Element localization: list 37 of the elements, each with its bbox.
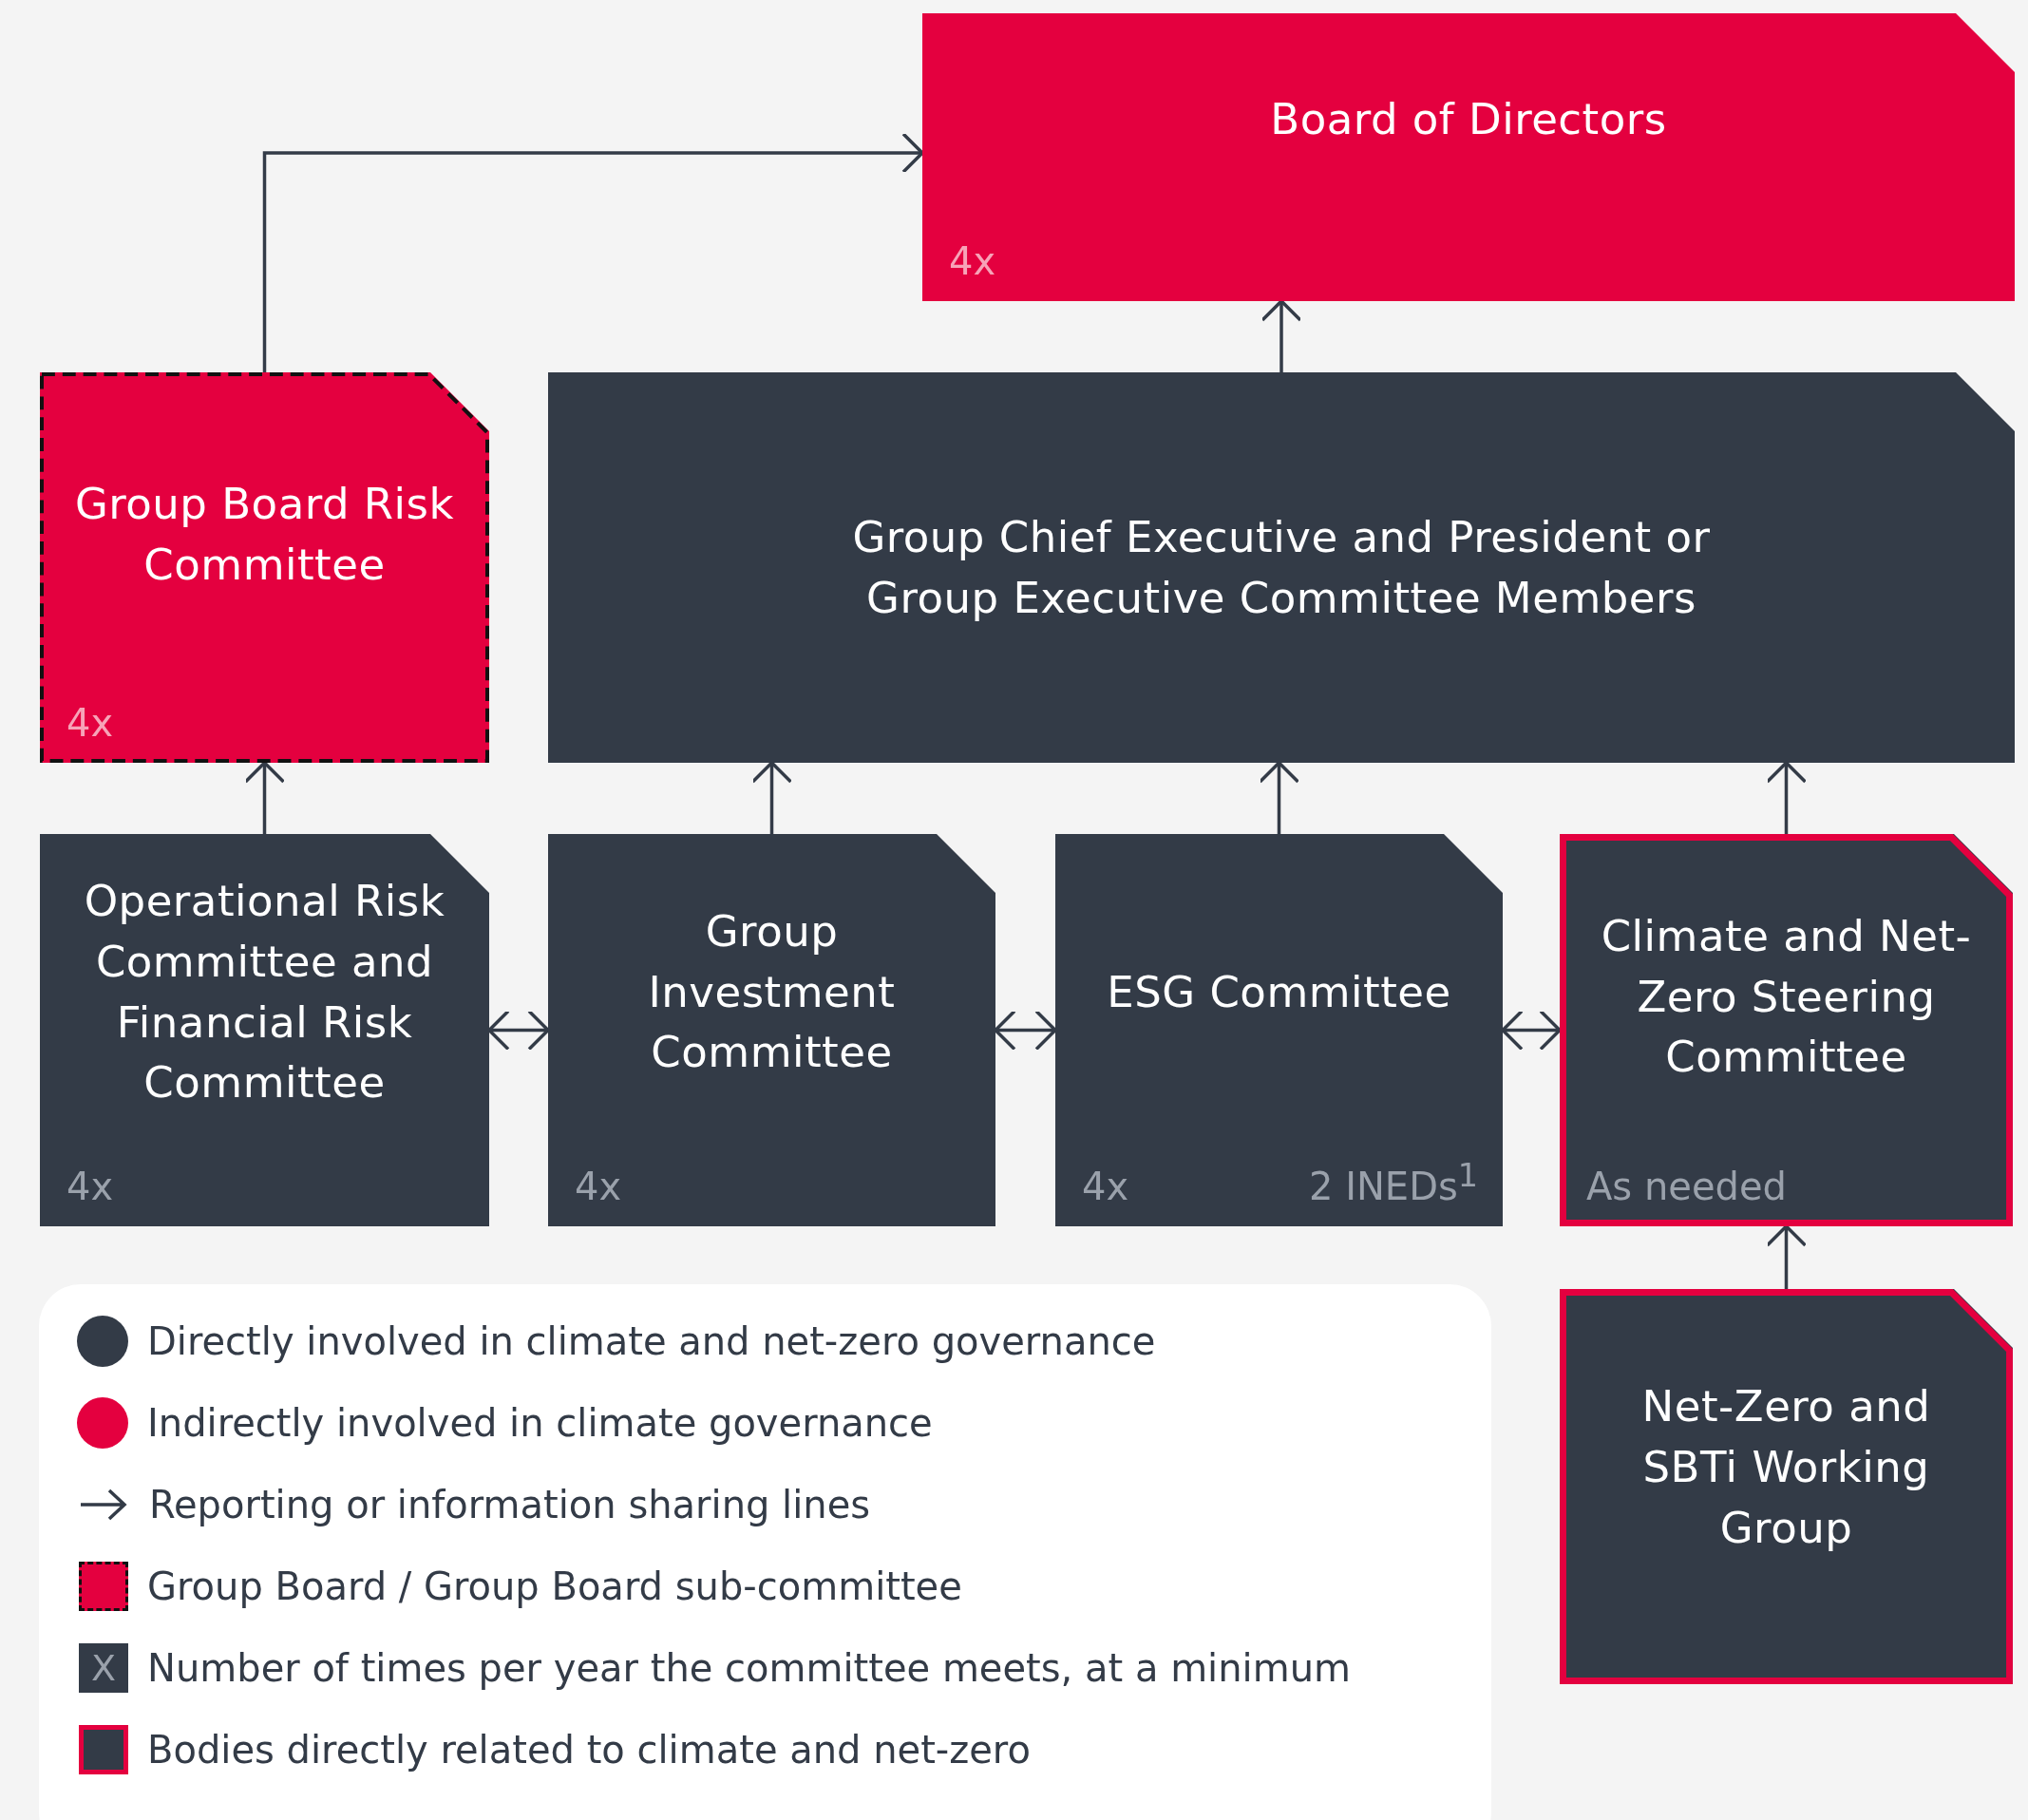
member-note: 2 INEDs$^{1}$ bbox=[1309, 1156, 1478, 1209]
arrow bbox=[1260, 299, 1302, 372]
arrow bbox=[262, 132, 924, 372]
meeting-frequency: 4x bbox=[66, 1164, 114, 1209]
committee-name: ESG Committee bbox=[1107, 965, 1451, 1019]
committee-name: Net-Zero and SBTi Working Group bbox=[1640, 1380, 1932, 1555]
committee-box bbox=[1560, 1289, 2013, 1684]
committee-name: Group Investment Committee bbox=[647, 904, 897, 1080]
legend-text: Bodies directly related to climate and net-zero bbox=[147, 1728, 1031, 1772]
meeting-frequency: 4x bbox=[66, 700, 114, 746]
arrow bbox=[243, 761, 286, 834]
meeting-frequency: As needed bbox=[1586, 1164, 1787, 1209]
arrow bbox=[750, 761, 793, 834]
legend-text: Reporting or information sharing lines bbox=[149, 1483, 871, 1526]
committee-name: Group Board Risk Committee bbox=[73, 477, 456, 592]
committee-name: Operational Risk Committee and Financial Risk Committee bbox=[83, 874, 446, 1110]
meeting-frequency: 4x bbox=[949, 238, 996, 284]
arrow bbox=[1765, 761, 1808, 834]
committee-box bbox=[548, 834, 995, 1226]
committee-box bbox=[548, 372, 2015, 763]
committee-box bbox=[922, 13, 2015, 301]
committee-box bbox=[40, 372, 489, 763]
committee-box bbox=[1560, 834, 2013, 1226]
legend-text: Number of times per year the committee meets, at a minimum bbox=[147, 1646, 1351, 1690]
committee-name: Climate and Net-Zero Steering Committee bbox=[1600, 909, 1973, 1085]
meeting-count-icon: X bbox=[79, 1643, 128, 1693]
legend-text: Indirectly involved in climate governance bbox=[147, 1401, 933, 1445]
legend-text: Directly involved in climate and net-zero governance bbox=[147, 1319, 1156, 1363]
committee-name: Group Chief Executive and President or Group Executive Committee Members bbox=[851, 510, 1712, 625]
meeting-frequency: 4x bbox=[575, 1164, 622, 1209]
legend-text: Group Board / Group Board sub-committee bbox=[147, 1564, 962, 1608]
meeting-frequency: 4x bbox=[1082, 1164, 1129, 1209]
committee-box bbox=[1055, 834, 1503, 1226]
arrow bbox=[1258, 761, 1300, 834]
arrow bbox=[1765, 1224, 1808, 1289]
committee-name: Board of Directors bbox=[1270, 92, 1667, 146]
committee-box bbox=[40, 834, 489, 1226]
